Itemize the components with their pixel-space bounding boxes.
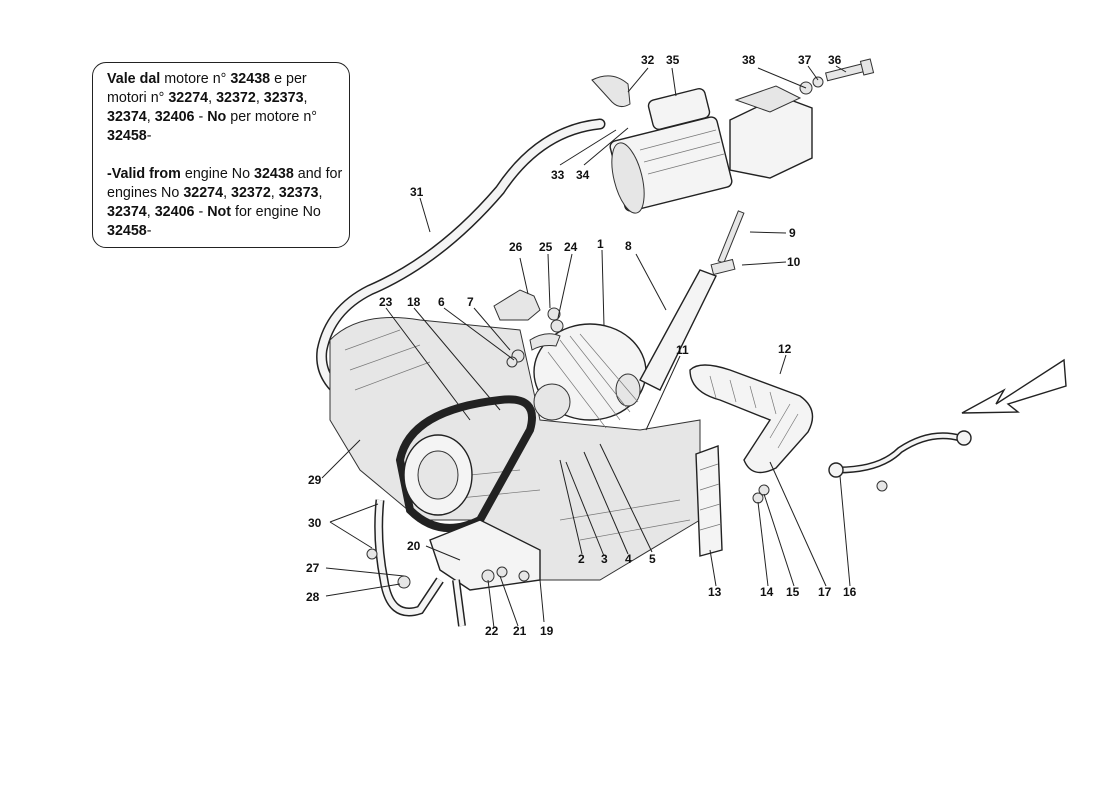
- callout-20: 20: [407, 539, 421, 553]
- callout-17: 17: [818, 585, 832, 599]
- callout-30: 30: [308, 516, 322, 530]
- note-text-segment: e per motori n°: [107, 71, 307, 106]
- callout-6: 6: [438, 295, 445, 309]
- note-text-segment: 32274: [168, 90, 209, 106]
- callout-18: 18: [407, 295, 421, 309]
- note-text-segment: ,: [255, 90, 264, 106]
- callout-23: 23: [379, 295, 393, 309]
- callout-26: 26: [509, 240, 523, 254]
- starter-bolt: [799, 58, 875, 95]
- note-text-segment: 32372: [216, 90, 256, 106]
- note-text-segment: ,: [146, 204, 155, 220]
- note-text-segment: No: [207, 109, 227, 125]
- applicability-note: Vale dal motore n° 32438 e per motori n°…: [92, 62, 350, 248]
- callout-9: 9: [789, 226, 796, 240]
- callout-29: 29: [308, 473, 322, 487]
- note-text-segment: Not: [207, 204, 232, 220]
- callout-8: 8: [625, 239, 632, 253]
- note-text-segment: 32438: [254, 166, 294, 182]
- callout-34: 34: [576, 168, 590, 182]
- callout-36: 36: [828, 53, 842, 67]
- note-text-segment: 32274: [183, 185, 224, 201]
- callout-22: 22: [485, 624, 499, 638]
- callout-labels: 32 35 38 37 36 33 34 31 9 10 26 25 24 1 …: [306, 53, 857, 638]
- callout-16: 16: [843, 585, 857, 599]
- note-text-segment: 32438: [230, 71, 271, 87]
- callout-12: 12: [778, 342, 792, 356]
- air-duct: [689, 364, 814, 474]
- callout-14: 14: [760, 585, 774, 599]
- note-italian: Vale dal motore n° 32438 e per motori n°…: [107, 70, 343, 146]
- heat-shield: [695, 445, 723, 557]
- callout-4: 4: [625, 552, 632, 566]
- callout-19: 19: [540, 624, 554, 638]
- note-text-segment: for engine No: [231, 204, 321, 220]
- note-text-segment: ,: [208, 90, 217, 106]
- note-text-segment: 32372: [231, 185, 271, 201]
- callout-33: 33: [551, 168, 565, 182]
- note-text-segment: ,: [146, 109, 155, 125]
- alternator-cable-parts: [493, 289, 564, 368]
- note-text-segment: per motore n°: [226, 109, 318, 125]
- callout-2: 2: [578, 552, 585, 566]
- callout-27: 27: [306, 561, 320, 575]
- note-text-segment: motore n°: [160, 71, 231, 87]
- note-text-segment: -: [194, 109, 208, 125]
- note-text-segment: ,: [270, 185, 279, 201]
- callout-35: 35: [666, 53, 680, 67]
- note-text-segment: 32373: [278, 185, 319, 201]
- starter-cable-boot: [591, 75, 631, 108]
- front-direction-arrow-icon: [961, 358, 1067, 414]
- note-text-segment: 32374: [107, 204, 147, 220]
- note-text-segment: -Valid from: [107, 166, 181, 182]
- lower-cables: [366, 499, 466, 627]
- pulley-and-belt: [395, 395, 536, 532]
- callout-5: 5: [649, 552, 656, 566]
- callout-13: 13: [708, 585, 722, 599]
- note-english: -Valid from engine No 32438 and for engi…: [107, 165, 343, 241]
- leader-lines: [321, 65, 851, 629]
- adjuster-rod: [639, 210, 745, 391]
- callout-32: 32: [641, 53, 655, 67]
- ground-strap: [828, 430, 972, 492]
- callout-21: 21: [513, 624, 527, 638]
- callout-3: 3: [601, 552, 608, 566]
- callout-37: 37: [798, 53, 812, 67]
- note-text-segment: and for engines No: [107, 166, 343, 201]
- callout-1: 1: [597, 237, 604, 251]
- callout-31: 31: [410, 185, 424, 199]
- note-text-segment: engine No: [180, 166, 255, 182]
- note-text-segment: 32374: [107, 109, 147, 125]
- callout-15: 15: [786, 585, 800, 599]
- callout-28: 28: [306, 590, 320, 604]
- note-text-segment: -: [194, 204, 208, 220]
- alternator: [533, 323, 647, 429]
- note-text-segment: -: [146, 223, 152, 239]
- note-text-segment: ,: [223, 185, 232, 201]
- callout-38: 38: [742, 53, 756, 67]
- callout-11: 11: [676, 343, 689, 357]
- callout-25: 25: [539, 240, 553, 254]
- note-text-segment: -: [146, 128, 152, 144]
- note-text-segment: 32406: [154, 109, 195, 125]
- starter-motor: [609, 85, 813, 214]
- note-text-segment: ,: [318, 185, 323, 201]
- note-text-segment: 32458: [107, 223, 147, 239]
- callout-7: 7: [467, 295, 474, 309]
- note-text-segment: Vale dal: [107, 71, 161, 87]
- note-text-segment: ,: [303, 90, 308, 106]
- mounting-bracket: [429, 519, 541, 591]
- note-text-segment: 32458: [107, 128, 147, 144]
- callout-10: 10: [787, 255, 801, 269]
- note-text-segment: 32406: [154, 204, 195, 220]
- duct-fasteners: [752, 484, 770, 504]
- callout-24: 24: [564, 240, 578, 254]
- note-text-segment: 32373: [263, 90, 304, 106]
- battery-cable: [316, 118, 606, 426]
